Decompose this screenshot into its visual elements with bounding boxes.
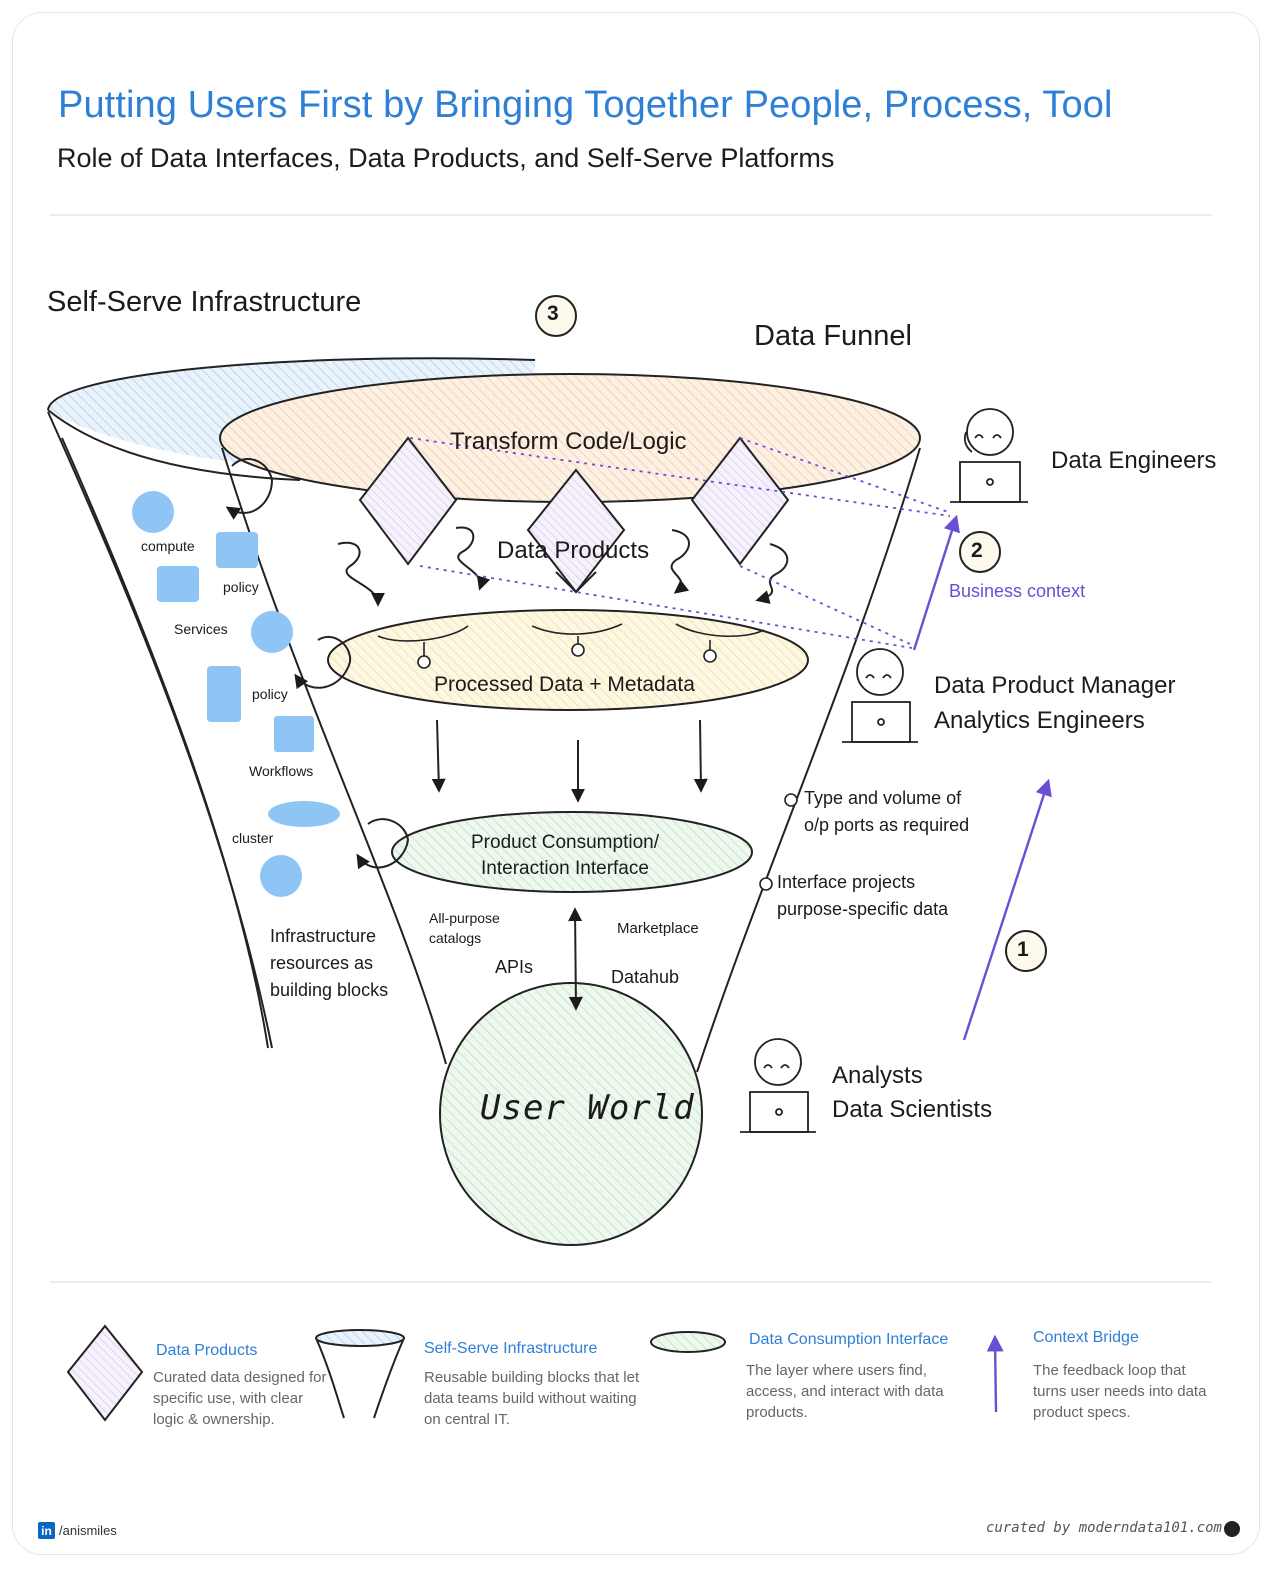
cycle-arrows <box>225 458 410 870</box>
note-ports-line2: o/p ports as required <box>804 815 970 835</box>
persona-label-data-engineers: Data Engineers <box>1051 447 1217 474</box>
infra-label-policy: policy <box>223 579 259 595</box>
catalogs-label-line2: catalogs <box>429 930 482 946</box>
business-context-label: Business context <box>949 581 1086 601</box>
note-bullets <box>759 793 798 891</box>
policy-block-2 <box>207 666 241 722</box>
persona-data-engineer <box>950 408 1028 503</box>
globe-icon <box>1224 1521 1240 1537</box>
processed-layer-label: Processed Data + Metadata <box>434 673 695 696</box>
note-ports-line1: Type and volume of <box>804 788 962 808</box>
legend-ellipse-icon <box>650 1331 726 1353</box>
cluster-circle <box>260 855 302 897</box>
legend-title-data-products: Data Products <box>156 1342 258 1359</box>
step-2-circle <box>959 531 1001 573</box>
consumption-label-line2: Interaction Interface <box>481 858 649 879</box>
context-bridge-arrows <box>912 514 1052 1041</box>
step-2-label: 2 <box>971 539 983 562</box>
legend-funnel-icon <box>315 1329 405 1347</box>
persona-label-product-manager: Data Product Manager <box>934 672 1176 699</box>
persona-analyst <box>740 1038 816 1133</box>
legend-desc-consumption: The layer where users find, access, and … <box>746 1362 944 1421</box>
diamond-1 <box>358 436 458 566</box>
policy-block <box>216 532 258 568</box>
persona-label-analysts: Analysts <box>832 1062 923 1089</box>
linkedin-credit[interactable]: in /anismiles <box>38 1522 117 1539</box>
user-world-label: User World <box>480 1088 695 1128</box>
cluster-block <box>268 801 340 827</box>
persona-label-analytics-engineers: Analytics Engineers <box>934 707 1145 734</box>
datahub-label: Datahub <box>611 967 680 987</box>
legend-diamond-icon <box>66 1324 144 1422</box>
step-circles <box>535 295 1047 972</box>
infra-label-policy-2: policy <box>252 686 288 702</box>
output-ports <box>377 623 765 669</box>
services-circle <box>251 611 293 653</box>
curated-by-credit: curated by moderndata101.com <box>985 1520 1222 1536</box>
flow-down-arrows <box>431 719 708 1011</box>
infra-caption-line2: resources as <box>270 953 374 973</box>
legend-title-context-bridge: Context Bridge <box>1033 1329 1139 1346</box>
linkedin-handle: /anismiles <box>59 1523 117 1538</box>
legend-divider <box>50 1281 1212 1283</box>
transform-layer-label: Transform Code/Logic <box>450 428 687 455</box>
step-3-circle <box>535 295 577 337</box>
infra-label-compute: compute <box>141 538 195 554</box>
legend-arrow-icon <box>986 1334 1004 1413</box>
context-links <box>409 437 951 649</box>
legend-icons <box>66 1324 1004 1422</box>
legend-title-self-serve: Self-Serve Infrastructure <box>424 1340 598 1357</box>
header-divider <box>50 214 1212 216</box>
consumption-label-line1: Product Consumption/ <box>471 832 659 853</box>
note-interface-line1: Interface projects <box>777 872 916 892</box>
infra-caption-line1: Infrastructure <box>270 926 377 946</box>
note-interface-line2: purpose-specific data <box>777 899 949 919</box>
infra-caption-line3: building blocks <box>270 980 389 1000</box>
infra-label-cluster: cluster <box>232 830 274 846</box>
data-funnel-title: Data Funnel <box>754 320 912 352</box>
page-subtitle: Role of Data Interfaces, Data Products, … <box>57 143 835 173</box>
services-block <box>157 566 199 602</box>
data-products-label: Data Products <box>497 537 650 564</box>
canvas-card <box>12 12 1260 1555</box>
infra-label-services: Services <box>174 621 228 637</box>
diamond-3 <box>690 436 790 566</box>
persona-product-manager <box>842 648 918 743</box>
self-serve-title: Self-Serve Infrastructure <box>47 286 362 318</box>
persona-label-data-scientists: Data Scientists <box>832 1096 993 1123</box>
apis-label: APIs <box>495 957 534 977</box>
step-1-circle <box>1005 930 1047 972</box>
step-3-label: 3 <box>547 302 559 325</box>
workflows-block <box>274 716 314 752</box>
infra-blocks <box>132 491 340 897</box>
catalogs-label-line1: All-purpose <box>429 910 500 926</box>
step-1-label: 1 <box>1017 938 1029 961</box>
infra-label-workflows: Workflows <box>249 763 314 779</box>
legend-desc-self-serve: Reusable building blocks that let data t… <box>424 1369 640 1428</box>
legend-desc-context-bridge: The feedback loop that turns user needs … <box>1033 1362 1207 1421</box>
compute-block <box>132 491 174 533</box>
linkedin-icon: in <box>38 1522 55 1539</box>
legend-desc-data-products: Curated data designed for specific use, … <box>153 1369 327 1428</box>
page-title: Putting Users First by Bringing Together… <box>58 84 1113 126</box>
marketplace-label: Marketplace <box>617 920 699 937</box>
legend-title-consumption: Data Consumption Interface <box>749 1331 949 1348</box>
data-product-diamonds <box>358 436 790 594</box>
